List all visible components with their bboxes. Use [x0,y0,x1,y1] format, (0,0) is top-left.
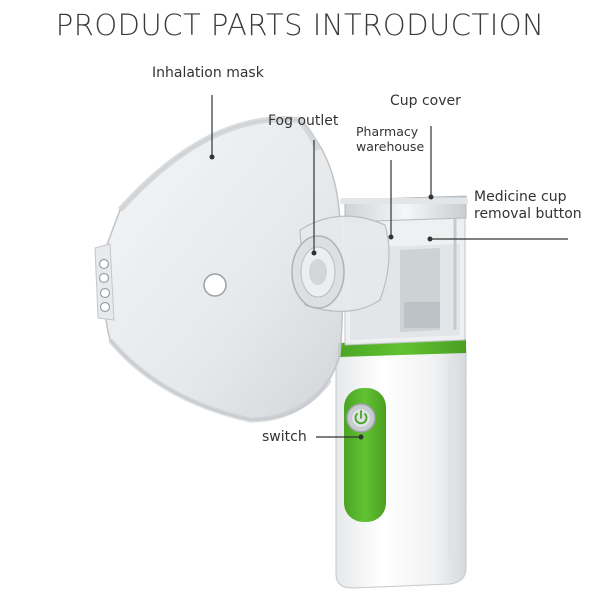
label-medicine-cup-line2: removal button [474,206,582,222]
power-icon [354,410,368,425]
inhalation-mask [94,116,344,423]
label-switch: switch [262,429,307,445]
label-fog-outlet: Fog outlet [268,113,339,129]
label-pharmacy-warehouse-line2: warehouse [356,139,425,154]
fog-outlet [291,215,390,313]
medicine-cup [344,199,466,346]
label-pharmacy-warehouse-line1: Pharmacy [356,124,419,139]
switch-panel [344,388,386,522]
label-inhalation-mask: Inhalation mask [152,65,264,81]
page-title: PRODUCT PARTS INTRODUCTION [55,8,545,42]
mask-center-hole [203,273,227,297]
label-medicine-cup-line1: Medicine cup [474,189,567,205]
leader-lines [209,95,568,440]
cup-cover [340,195,468,223]
label-cup-cover: Cup cover [390,93,461,109]
